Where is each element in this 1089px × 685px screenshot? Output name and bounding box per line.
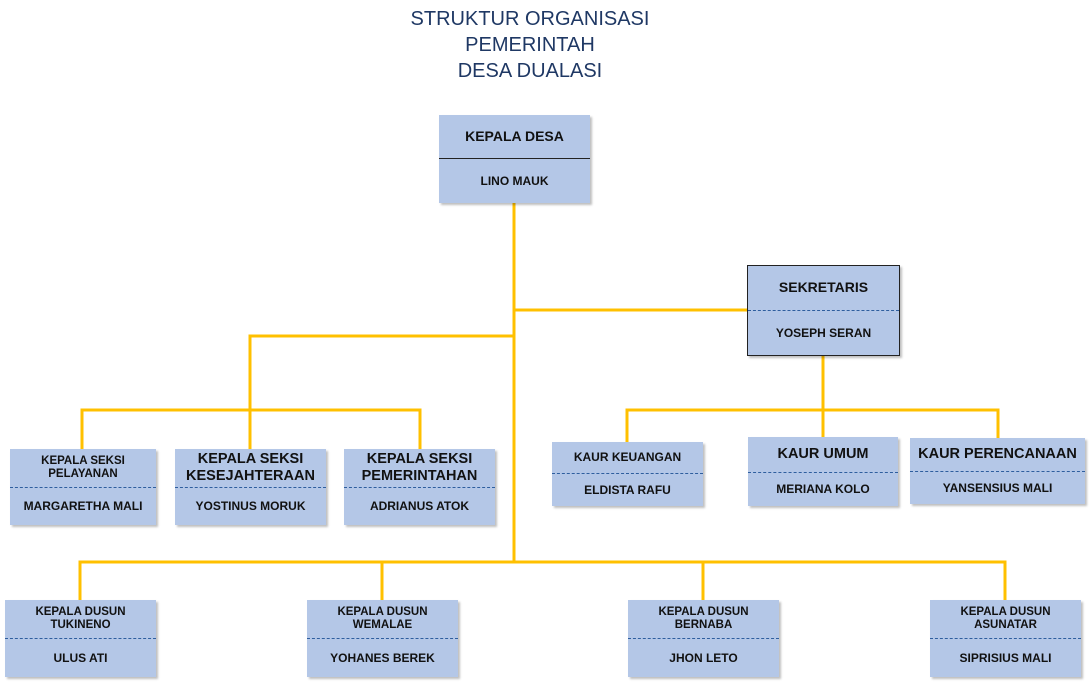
kepala-seksi-role: KEPALA SEKSI PEMERINTAHAN	[361, 451, 478, 484]
kepala-dusun-separator	[5, 638, 156, 639]
kaur-box: KAUR KEUANGAN ELDISTA RAFU	[552, 442, 703, 506]
kepala-desa-separator	[439, 158, 590, 159]
kaur-separator	[552, 473, 703, 474]
kepala-dusun-box: KEPALA DUSUN BERNABA JHON LETO	[628, 600, 779, 677]
kaur-role: KAUR KEUANGAN	[573, 449, 682, 464]
kaur-role: KAUR UMUM	[777, 445, 869, 462]
kepala-seksi-separator	[175, 487, 326, 488]
kepala-dusun-separator	[930, 638, 1081, 639]
kaur-name: ELDISTA RAFU	[584, 482, 671, 497]
kaur-name: YANSENSIUS MALI	[942, 480, 1053, 495]
kepala-seksi-box: KEPALA SEKSI KESEJAHTERAAN YOSTINUS MORU…	[175, 449, 326, 525]
kepala-seksi-name: ADRIANUS ATOK	[369, 499, 470, 514]
kepala-dusun-name: ULUS ATI	[53, 650, 108, 665]
title-line-3: DESA DUALASI	[457, 60, 603, 82]
kaur-box: KAUR PERENCANAAN YANSENSIUS MALI	[910, 438, 1085, 504]
kaur-separator	[748, 472, 898, 473]
title-line-2: PEMERINTAH	[465, 34, 595, 56]
kepala-dusun-name: JHON LETO	[669, 650, 738, 665]
sekretaris-separator	[748, 310, 899, 311]
sekretaris-box: SEKRETARIS YOSEPH SERAN	[747, 265, 900, 356]
kepala-dusun-separator	[628, 638, 779, 639]
kepala-dusun-role: KEPALA DUSUN WEMALAE	[337, 605, 428, 631]
kepala-seksi-role: KEPALA SEKSI PELAYANAN	[41, 454, 125, 480]
kepala-dusun-role: KEPALA DUSUN TUKINENO	[35, 605, 126, 631]
kepala-dusun-box: KEPALA DUSUN WEMALAE YOHANES BEREK	[307, 600, 458, 677]
kaur-box: KAUR UMUM MERIANA KOLO	[748, 437, 898, 506]
kepala-seksi-separator	[344, 487, 495, 488]
title-line-1: STRUKTUR ORGANISASI	[410, 8, 650, 30]
kepala-desa-role: KEPALA DESA	[465, 127, 564, 144]
kepala-dusun-role: KEPALA DUSUN BERNABA	[658, 605, 749, 631]
kepala-seksi-name: MARGARETHA MALI	[23, 499, 143, 514]
kepala-seksi-separator	[10, 487, 156, 488]
kepala-seksi-box: KEPALA SEKSI PELAYANAN MARGARETHA MALI	[10, 449, 156, 525]
kepala-dusun-box: KEPALA DUSUN ASUNATAR SIPRISIUS MALI	[930, 600, 1081, 677]
kepala-dusun-name: YOHANES BEREK	[330, 650, 435, 665]
kepala-dusun-name: SIPRISIUS MALI	[959, 650, 1052, 665]
kepala-seksi-box: KEPALA SEKSI PEMERINTAHAN ADRIANUS ATOK	[344, 449, 495, 525]
kepala-dusun-box: KEPALA DUSUN TUKINENO ULUS ATI	[5, 600, 156, 677]
sekretaris-role: SEKRETARIS	[778, 278, 869, 295]
kepala-desa-box: KEPALA DESA LINO MAUK	[439, 115, 590, 203]
kepala-desa-name: LINO MAUK	[480, 173, 549, 188]
kepala-dusun-separator	[307, 638, 458, 639]
kaur-role: KAUR PERENCANAAN	[918, 446, 1077, 463]
chart-title: STRUKTUR ORGANISASI PEMERINTAH DESA DUAL…	[330, 6, 730, 84]
kepala-seksi-name: YOSTINUS MORUK	[195, 499, 306, 514]
kepala-seksi-role: KEPALA SEKSI KESEJAHTERAAN	[186, 451, 315, 484]
kaur-name: MERIANA KOLO	[776, 482, 870, 497]
kepala-dusun-role: KEPALA DUSUN ASUNATAR	[960, 605, 1051, 631]
kaur-separator	[910, 471, 1085, 472]
sekretaris-name: YOSEPH SERAN	[775, 326, 872, 341]
